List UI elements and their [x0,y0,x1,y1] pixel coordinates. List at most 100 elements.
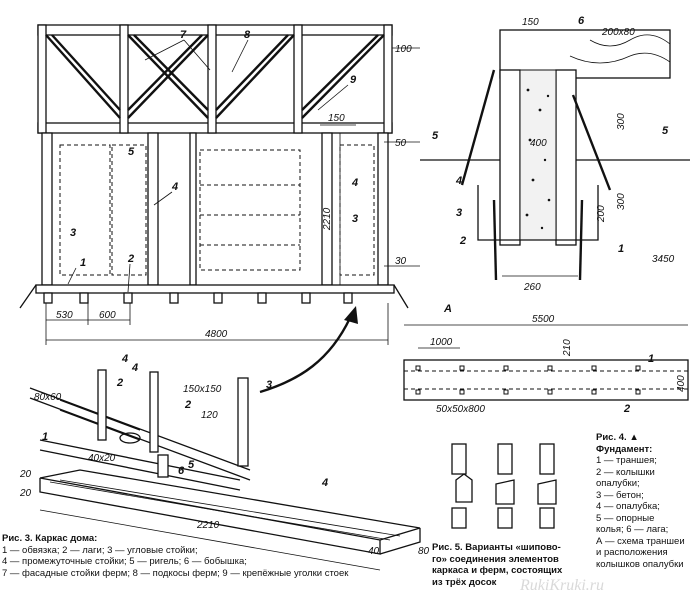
fig3-caption-title: Рис. 3. Каркас дома: [2,533,98,544]
f4-label-3: 3 [456,207,462,219]
stake-right [571,94,612,191]
fig4-caption-line: колышков опалубки [596,558,684,570]
plank-side [39,478,381,555]
detail-label-3: 3 [266,379,272,391]
fig4-caption-title: Рис. 4. [596,432,627,443]
concrete [519,69,557,241]
dim-1000: 1000 [430,337,453,348]
dim-50x50x800: 50x50x800 [436,404,485,415]
dim-260: 260 [523,282,541,293]
dim-80: 80 [418,546,430,557]
detail-label-2a: 2 [116,377,123,389]
dim-80x60: 80x60 [34,392,62,403]
floor-joists [43,292,353,304]
dim-200x80: 200x80 [601,27,635,38]
dim-210: 210 [562,339,573,357]
dim-20b: 20 [19,488,32,499]
fig4-caption-line: 1 — траншея; [596,455,657,466]
plan-title-A: A [443,303,452,315]
truss-verticals [37,24,393,134]
fig3-caption: Рис. 3. Каркас дома: 1 — обвязка; 2 — ла… [2,533,422,579]
fig4-caption-line: 4 — опалубка; [596,501,660,512]
dim-100: 100 [395,44,412,55]
frame-detail-figure: 80x60 40x20 150x150 120 4 4 2 2 3 1 5 6 … [19,353,430,571]
dim-20a: 20 [19,469,32,480]
fig5-caption-line: Рис. 5. Варианты «шипово- [432,542,561,553]
label-9: 9 [350,74,357,86]
label-3a: 3 [70,227,76,239]
fig5-caption-line: из трёх досок [432,576,497,588]
tenon-joints-figure [451,443,557,529]
fig4-caption-sub: Фундамент: [596,443,653,455]
label-3b: 3 [352,213,358,225]
dim-300b: 300 [616,193,627,210]
plank-top [39,469,421,541]
dim-150: 150 [328,113,345,124]
callout-arrow [259,317,352,394]
dim-530: 530 [56,310,73,321]
fig3-caption-line1: 1 — обвязка; 2 — лаги; 3 — угловые стойк… [2,544,198,556]
arrow-head [344,306,358,324]
dim-plank-2210: 2210 [196,520,220,531]
dim-120: 120 [201,410,218,421]
plan-label-1: 1 [648,353,654,365]
label-5: 5 [128,146,135,158]
house-frame-figure: 7 8 9 5 4 4 3 3 1 2 100 150 50 2210 30 5… [19,24,420,394]
fig5-caption-line: го» соединения элементов [432,553,559,565]
f4-label-2: 2 [459,235,466,247]
dim-40: 40 [368,546,380,557]
fig4-caption-line: опалубки; [596,478,640,489]
dim-150-f4: 150 [522,17,539,28]
trench-plan-figure: A 5500 1000 210 400 50x50x800 1 2 [403,303,689,415]
dim-2210: 2210 [322,207,333,231]
dim-3450: 3450 [652,254,675,265]
dim-600: 600 [99,310,116,321]
dim-5500: 5500 [532,314,555,325]
label-4b: 4 [351,177,358,189]
fig5-caption: Рис. 5. Варианты «шипово- го» соединения… [432,542,592,588]
detail-label-6: 6 [178,465,185,477]
base-plate [35,284,395,294]
fig4-caption-line: 5 — опорные [596,512,655,524]
fig3-caption-line2: 4 — промежуточные стойки; 5 — ригель; 6 … [2,556,247,567]
trench-plan [403,359,689,401]
stake-left [460,69,496,186]
fig5-caption-line: каркаса и ферм, состоящих [432,565,563,576]
trench [477,185,599,241]
detail-label-1: 1 [42,431,48,443]
fig4-caption-line: 2 — колышки [596,466,655,478]
wall-posts [41,132,389,286]
label-2: 2 [127,253,134,265]
plank-end [379,528,421,555]
detail-label-4b: 4 [131,362,138,374]
f4-label-5b: 5 [662,125,669,137]
f4-label-1: 1 [618,243,624,255]
truss-braces [45,34,385,119]
dim-30: 30 [395,256,407,267]
frame-dimensions [45,47,420,345]
triangle-icon: ▲ [629,432,639,443]
foundation-section-figure: 150 200x80 400 300 300 200 3450 260 6 5 … [420,15,690,293]
label-8: 8 [244,29,251,41]
formwork-left [499,69,521,246]
dim-50: 50 [395,138,407,149]
label-7: 7 [180,29,187,41]
detail-label-5: 5 [188,459,195,471]
fig3-caption-line3: 7 — фасадные стойки ферм; 8 — подкосы фе… [2,567,349,579]
watermark: RukiKruki.ru [519,577,604,594]
fig4-caption-line: и расположения [596,547,668,558]
dim-400: 400 [530,138,547,149]
fig4-caption-line: 3 — бетон; [596,489,644,501]
dim-300a: 300 [616,113,627,130]
dim-200: 200 [596,205,607,223]
f4-label-6: 6 [578,15,585,27]
fig4-caption: Рис. 4. ▲ Фундамент: 1 — траншея; 2 — ко… [596,432,698,570]
detail-label-2b: 2 [184,399,191,411]
fig4-caption-line: колья; 6 — лага; [596,524,669,535]
label-4a: 4 [171,181,178,193]
dim-4800: 4800 [205,329,228,340]
fig4-caption-line: А — схема траншеи [596,535,685,547]
dim-plan-400: 400 [676,375,687,392]
f4-label-5a: 5 [432,130,439,142]
